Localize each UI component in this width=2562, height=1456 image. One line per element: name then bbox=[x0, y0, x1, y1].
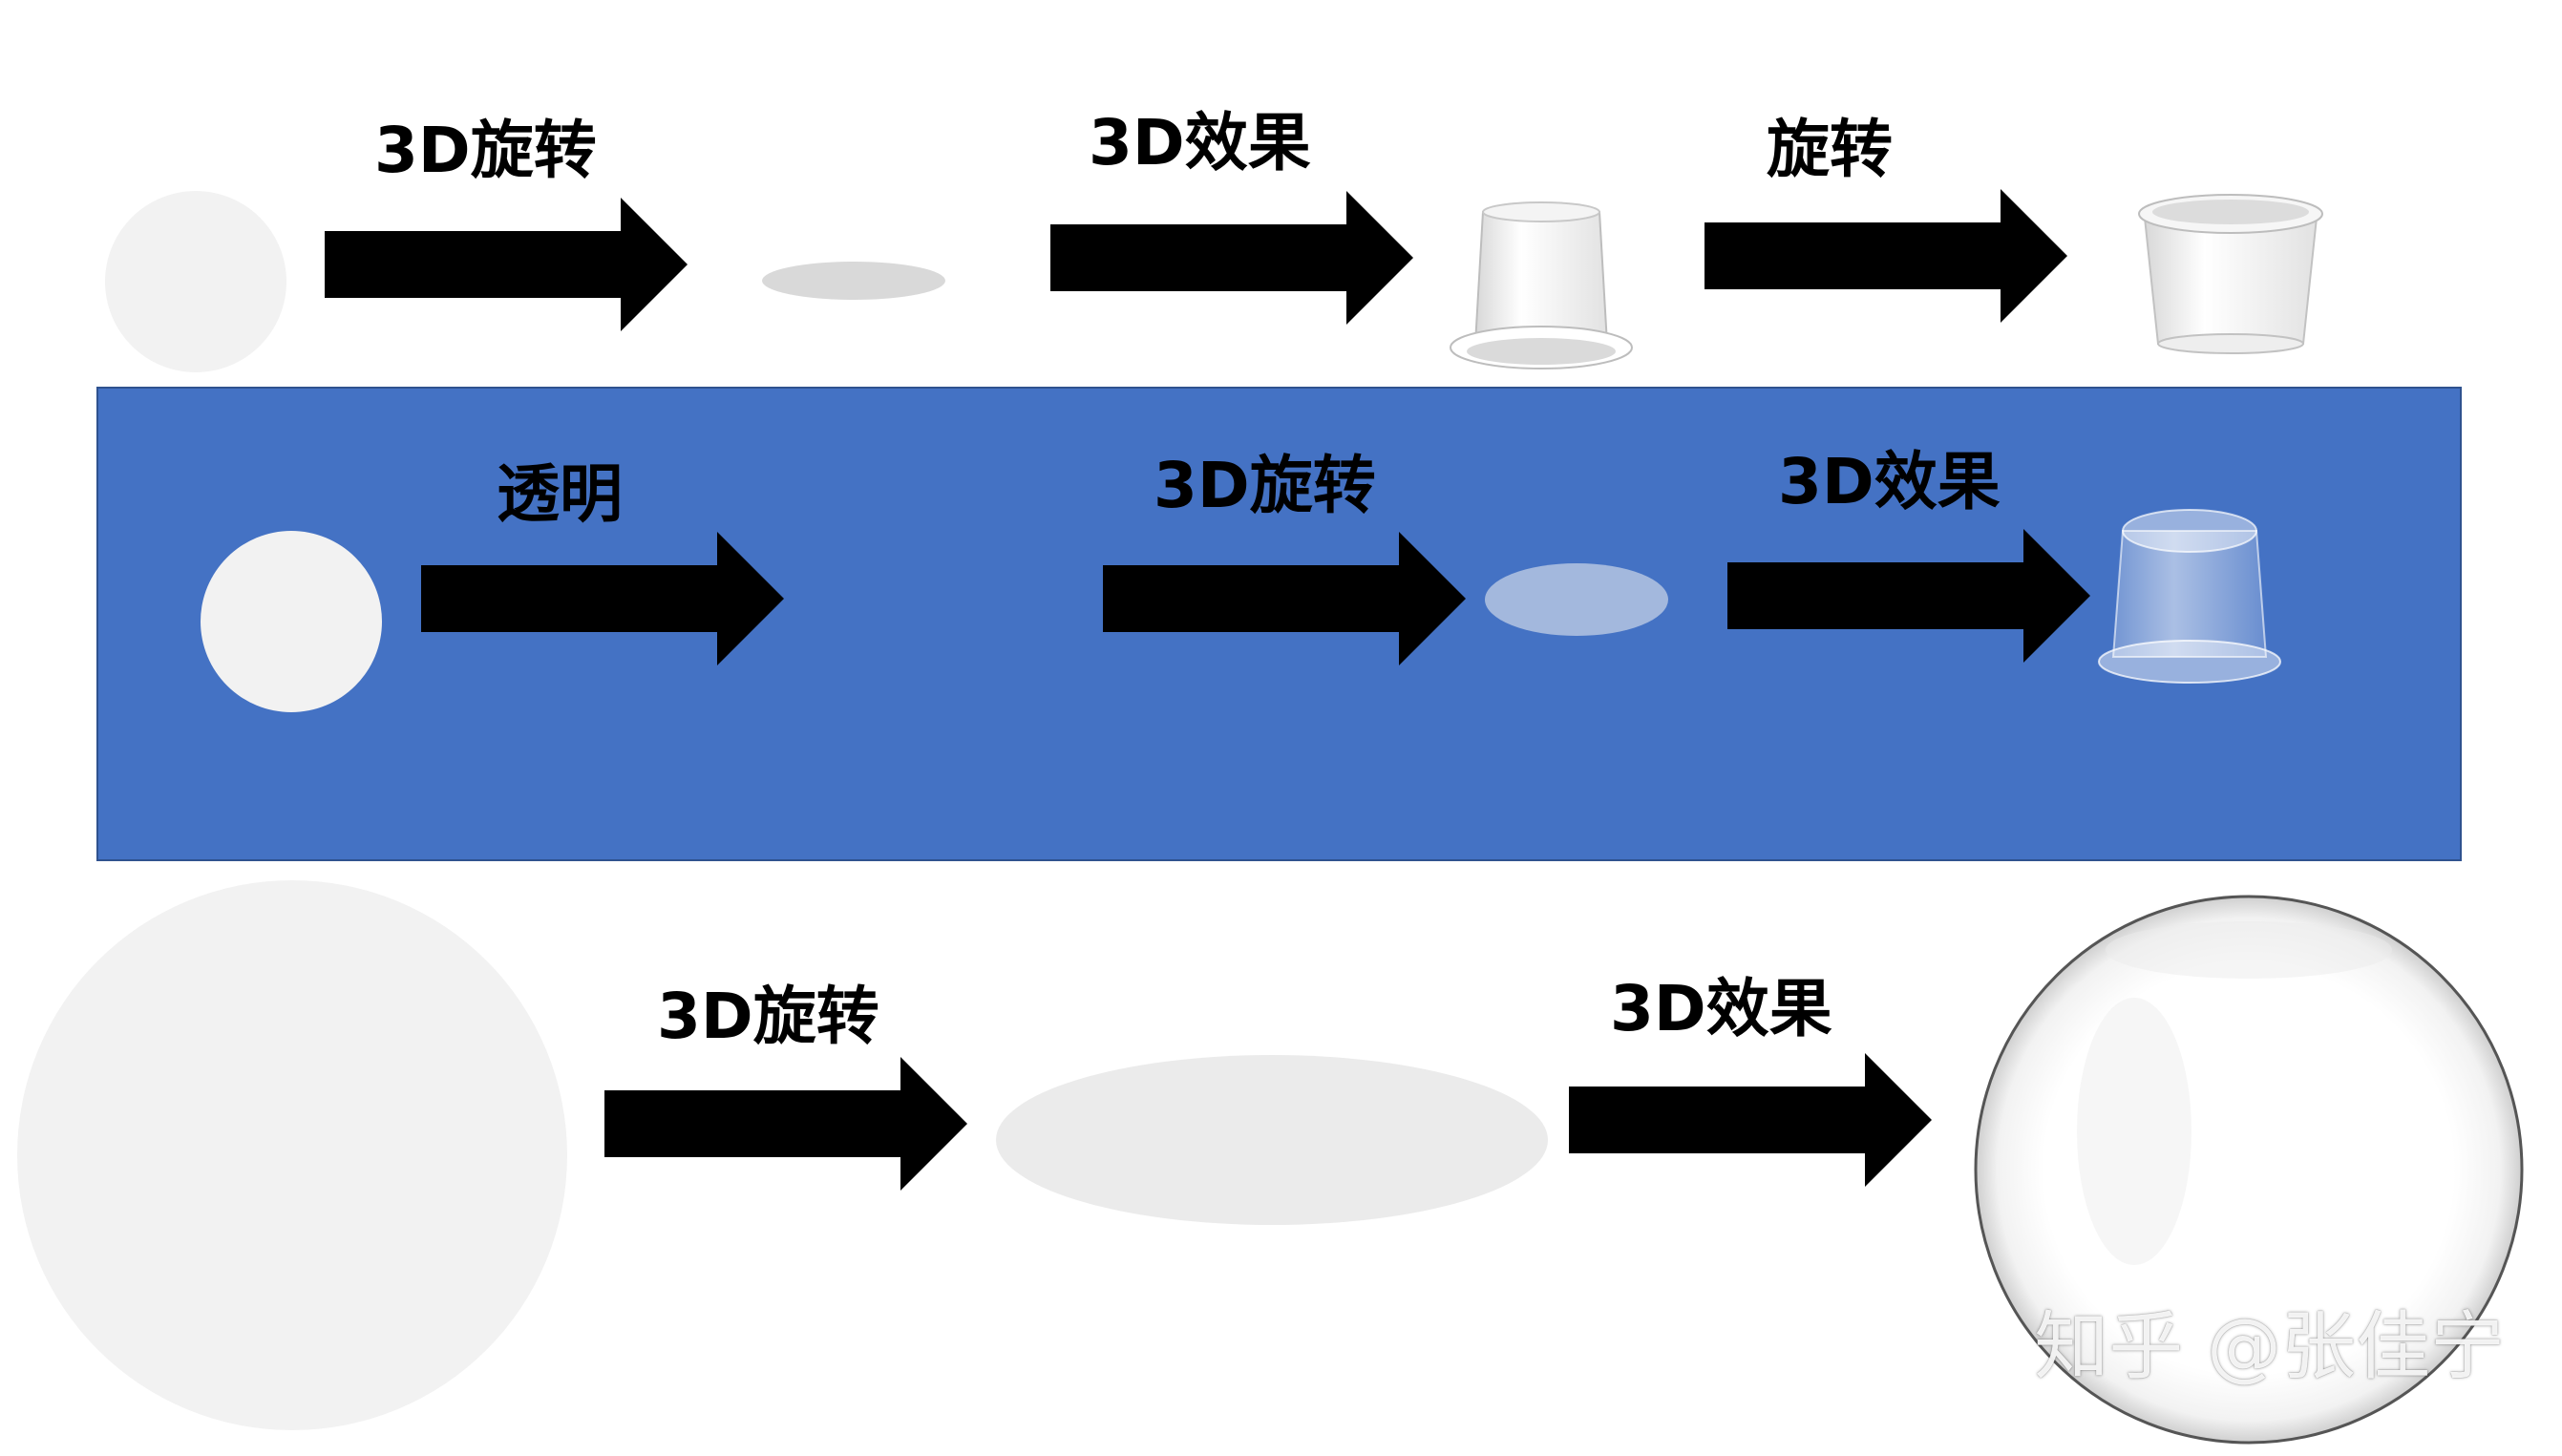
right-arrow-icon bbox=[325, 198, 688, 331]
row1-cup-upside-down bbox=[1450, 201, 1633, 369]
right-arrow-icon bbox=[604, 1057, 967, 1191]
row1-label-3d-rotate: 3D旋转 bbox=[374, 114, 597, 187]
watermark: 知乎 @张佳宁 bbox=[2034, 1304, 2505, 1390]
right-arrow-icon bbox=[1103, 532, 1466, 665]
right-arrow-icon bbox=[1050, 191, 1413, 325]
row3-label-3d-rotate: 3D旋转 bbox=[657, 980, 879, 1053]
row2-label-3d-effect: 3D效果 bbox=[1778, 445, 2001, 518]
right-arrow-icon bbox=[1569, 1053, 1932, 1187]
row1-circle bbox=[105, 191, 286, 372]
right-arrow-icon bbox=[1704, 189, 2067, 323]
row3-large-circle bbox=[17, 880, 567, 1430]
row3-large-ellipse bbox=[996, 1055, 1548, 1225]
row1-flat-ellipse bbox=[762, 262, 945, 300]
row2-white-circle bbox=[201, 531, 382, 712]
row2-translucent-ellipse bbox=[1485, 563, 1668, 636]
row3-label-3d-effect: 3D效果 bbox=[1610, 972, 1832, 1045]
row1-label-rotate: 旋转 bbox=[1767, 113, 1893, 186]
row2-translucent-cup bbox=[2098, 509, 2281, 684]
right-arrow-icon bbox=[1727, 529, 2090, 663]
row1-label-3d-effect: 3D效果 bbox=[1089, 106, 1311, 179]
row2-label-transparent: 透明 bbox=[497, 457, 623, 531]
row3-glass-sphere bbox=[1974, 895, 2524, 1445]
row1-cup-upright bbox=[2138, 194, 2323, 354]
row2-label-3d-rotate: 3D旋转 bbox=[1154, 449, 1376, 522]
right-arrow-icon bbox=[421, 532, 784, 665]
